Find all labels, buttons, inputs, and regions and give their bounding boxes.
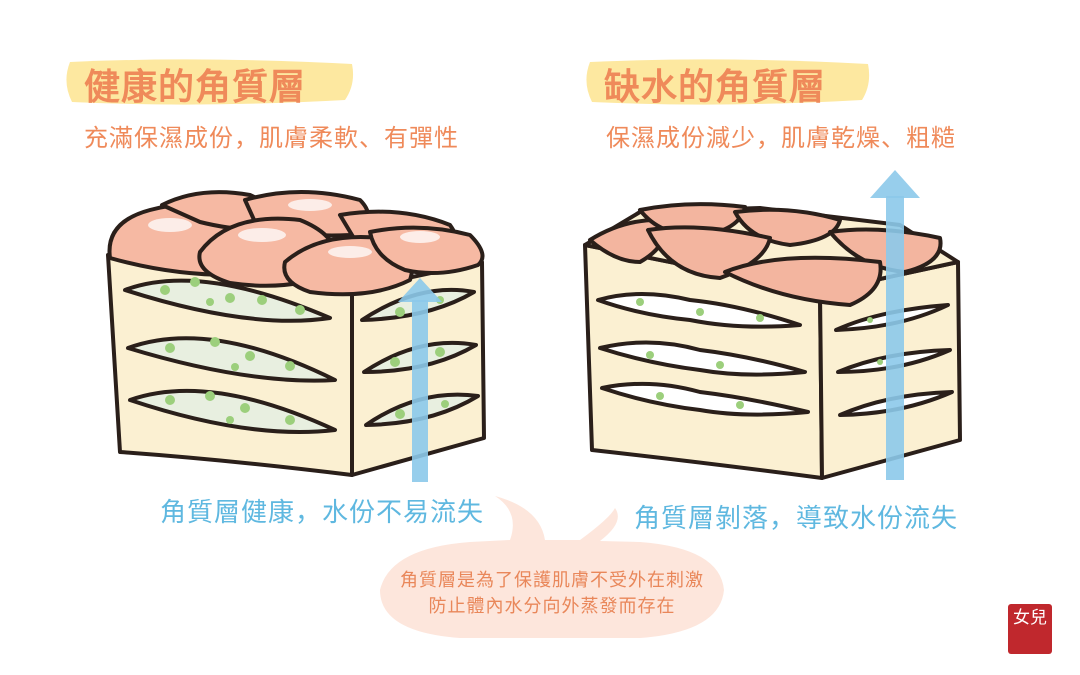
dry-subtitle: 保濕成份減少，肌膚乾燥、粗糙 [606,124,956,152]
healthy-cube [106,190,486,477]
right-title-highlight [586,59,870,105]
healthy-pillows [107,190,485,297]
healthy-title: 健康的角質層 [84,67,307,108]
dry-cube [583,202,962,480]
note-line-1: 角質層是為了保護肌膚不受外在刺激 [400,570,704,591]
healthy-caption: 角質層健康，水份不易流失 [160,498,485,528]
note-bubble [380,496,724,638]
dry-caption: 角質層剝落，導致水份流失 [634,504,959,534]
dry-flakes [588,202,943,307]
water-loss-arrow-left [398,278,442,482]
dry-title: 缺水的角質層 [604,67,827,108]
dry-moisture-dots [636,298,883,409]
left-title-highlight [66,59,354,105]
seal-icon: 女兒 [1008,604,1052,654]
water-loss-arrow-right [870,170,920,480]
healthy-front-lenses [123,278,337,434]
note-line-2: 防止體內水分向外蒸發而存在 [428,596,676,617]
note-text: 角質層是為了保護肌膚不受外在刺激 防止體內水分向外蒸發而存在 [392,568,712,620]
healthy-subtitle: 充滿保濕成份，肌膚柔軟、有彈性 [84,124,459,152]
dry-front-cracks [596,292,810,417]
